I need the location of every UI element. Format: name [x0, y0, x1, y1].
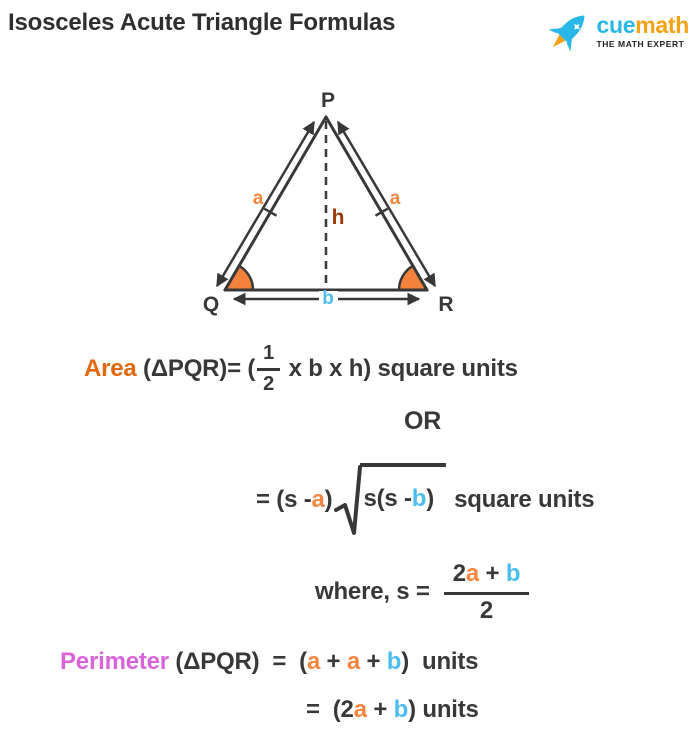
perimeter2-before-a: = (2 — [306, 696, 354, 723]
half-fraction-denominator: 2 — [263, 373, 275, 395]
radicand-var-b: b — [411, 485, 427, 512]
where-intro: where, s = — [315, 578, 430, 605]
numerator-var-a: a — [465, 559, 480, 587]
perimeter-a2: a — [346, 648, 361, 675]
angle-marker-r — [397, 264, 429, 292]
or-divider: OR — [404, 406, 441, 436]
perimeter-keyword: Perimeter — [60, 648, 169, 675]
or-text: OR — [404, 406, 442, 435]
perimeter-b: b — [386, 648, 402, 675]
perimeter2-var-a: a — [353, 696, 367, 723]
right-tick — [374, 207, 389, 217]
perimeter-close: ) units — [401, 648, 479, 675]
perimeter2-plus: + — [366, 696, 394, 723]
brand-name: cuemath — [596, 11, 690, 38]
cuemath-logo: cuemath THE MATH EXPERT — [544, 6, 690, 56]
heron-after-a: ) — [324, 486, 333, 513]
base-label-backing — [319, 291, 338, 306]
perimeter-a1: a — [306, 648, 321, 675]
left-tick — [263, 207, 278, 217]
heron-formula: = (s - a ) s(s - b ) square units — [256, 462, 595, 538]
left-side-arrow — [215, 120, 316, 288]
angle-marker-q — [223, 264, 255, 292]
area-formula: Area (ΔPQR)= ( 1 2 x b x h) square units — [84, 340, 518, 398]
brand-math: math — [635, 11, 689, 38]
perimeter-formula-line2: = (2 a + b ) units — [306, 694, 479, 726]
height-h-label: h — [332, 206, 345, 229]
side-pr — [324, 115, 429, 292]
rocket-icon — [547, 15, 584, 52]
area-before-fraction: (ΔPQR)= ( — [136, 355, 256, 382]
semi-perimeter-numerator: 2 a + b — [443, 559, 530, 595]
numerator-plus: + — [479, 559, 506, 587]
perimeter-before-a1: (ΔPQR) = ( — [168, 648, 307, 675]
vertex-q-label: Q — [203, 293, 219, 316]
numerator-var-b: b — [505, 559, 521, 587]
radicand: s(s - b ) — [360, 463, 447, 537]
radical-sign-icon — [334, 465, 363, 535]
perimeter-plus1: + — [320, 648, 347, 675]
side-pq — [223, 115, 328, 292]
brand-cue: cue — [596, 11, 636, 38]
semi-perimeter-formula: where, s = 2 a + b 2 — [315, 556, 531, 628]
base-b-label: b — [322, 288, 334, 309]
numerator-coefficient: 2 — [452, 559, 466, 587]
radicand-before-b: s(s - — [363, 485, 412, 512]
perimeter-plus2: + — [360, 648, 387, 675]
half-fraction: 1 2 — [257, 342, 281, 396]
semi-perimeter-denominator: 2 — [479, 596, 494, 624]
heron-before-a: = (s - — [256, 486, 312, 513]
left-side-a-label: a — [253, 188, 264, 209]
brand-tagline: THE MATH EXPERT — [596, 38, 685, 49]
heron-suffix: square units — [454, 486, 595, 513]
radicand-after-b: ) — [426, 485, 435, 512]
right-side-a-label: a — [390, 188, 401, 209]
perimeter2-close: ) units — [408, 696, 479, 723]
perimeter2-var-b: b — [393, 696, 409, 723]
page-title: Isosceles Acute Triangle Formulas — [8, 9, 396, 36]
heron-var-a: a — [311, 486, 325, 513]
vertex-p-label: P — [321, 89, 335, 112]
triangle-diagram: P Q R a a h b — [203, 89, 454, 316]
half-fraction-numerator: 1 — [257, 342, 281, 371]
perimeter-formula-line1: Perimeter (ΔPQR) = ( a + a + b ) units — [60, 645, 479, 679]
right-side-arrow — [336, 120, 437, 288]
vertex-r-label: R — [438, 293, 453, 316]
area-after-fraction: x b x h) square units — [282, 355, 518, 382]
semi-perimeter-fraction: 2 a + b 2 — [443, 559, 530, 625]
area-keyword: Area — [84, 355, 137, 382]
logo-text: cuemath THE MATH EXPERT — [596, 11, 690, 49]
square-root: s(s - b ) — [334, 463, 447, 537]
